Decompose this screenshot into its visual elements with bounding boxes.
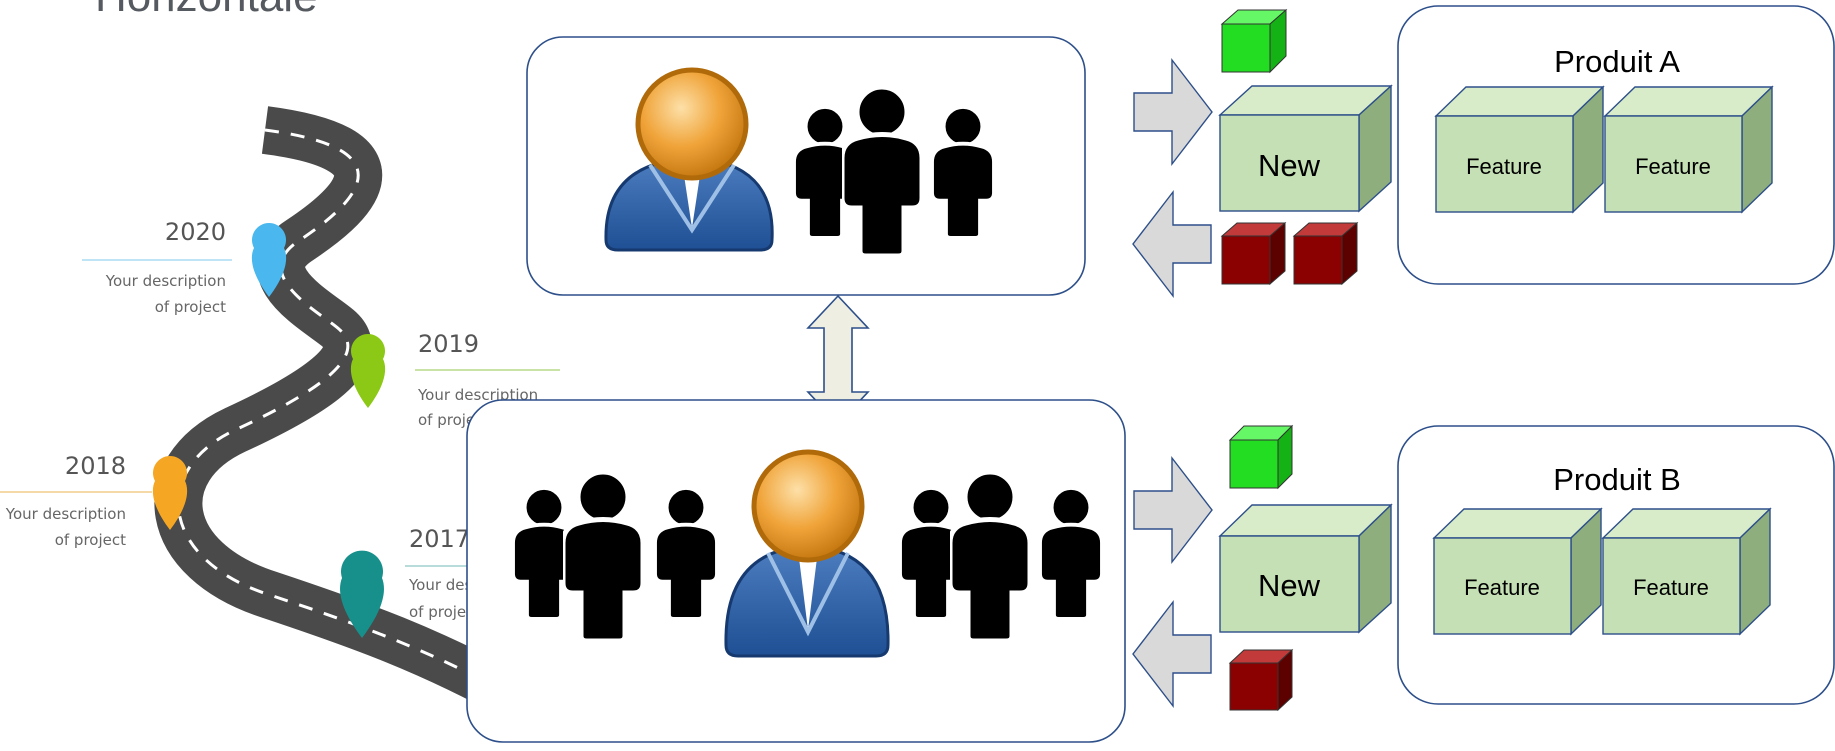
map-pin-icon [251,223,287,297]
manager-avatar-icon [724,449,890,658]
feature-label: Feature [1466,154,1542,179]
new-label: New [1258,148,1321,183]
added-cube-icon [1220,8,1288,74]
manager-avatar-icon [604,67,774,252]
arrow-right-icon [1133,57,1213,167]
feature-cube: Feature [1603,85,1774,214]
product-name: Produit A [1554,44,1680,79]
workflow-top: New Produit A Feature [1132,5,1835,299]
feature-label: Feature [1464,575,1540,600]
team-group-icon [513,472,717,641]
milestone-2017: 2017 Your description of project [340,525,560,638]
new-label: New [1258,568,1321,603]
milestone-year: 2019 [418,330,479,358]
milestone-year: 2017 [409,525,470,553]
removed-cube-icon [1228,648,1294,712]
milestone-year: 2018 [65,452,126,480]
removed-cube-icon [1220,221,1287,286]
map-pin-icon [152,455,188,530]
new-feature-cube: New [1218,503,1393,634]
map-pin-icon [350,334,386,408]
slide-title: Horizontale [95,0,318,22]
feature-cube: Feature [1434,85,1605,214]
workflow-bottom: New Produit B Feature Feature [1132,424,1835,712]
product-panel-b: Produit B Feature Feature [1397,425,1835,705]
new-feature-cube: New [1218,84,1393,213]
feature-label: Feature [1635,154,1711,179]
team-panel-top [526,36,1086,296]
team-panel-bottom [466,399,1126,743]
arrow-right-icon [1133,455,1213,565]
road-timeline: 2020 Your description of project 2019 Yo… [0,106,560,721]
added-cube-icon [1228,424,1294,490]
team-group-icon [794,87,994,256]
milestone-year: 2020 [165,218,226,246]
feature-label: Feature [1633,575,1709,600]
milestone-desc-line1: Your description [5,505,126,523]
milestone-2020: 2020 Your description of project [82,218,287,316]
milestone-desc-line1: Your description [105,272,226,290]
arrow-left-icon [1132,599,1212,709]
map-pin-icon [340,550,384,638]
team-group-icon [900,472,1102,641]
milestone-desc-line2: of project [55,531,126,549]
milestone-desc-line2: of project [409,603,480,621]
feature-cube: Feature [1432,507,1603,636]
road-center-line [176,128,521,702]
product-name: Produit B [1553,462,1681,497]
milestone-2018: 2018 Your description of project [0,452,188,549]
arrow-left-icon [1132,189,1212,299]
product-panel-a: Produit A Feature Feature [1397,5,1835,285]
removed-cube-icon [1292,221,1359,286]
feature-cube: Feature [1601,507,1772,636]
milestone-desc-line2: of project [155,298,226,316]
